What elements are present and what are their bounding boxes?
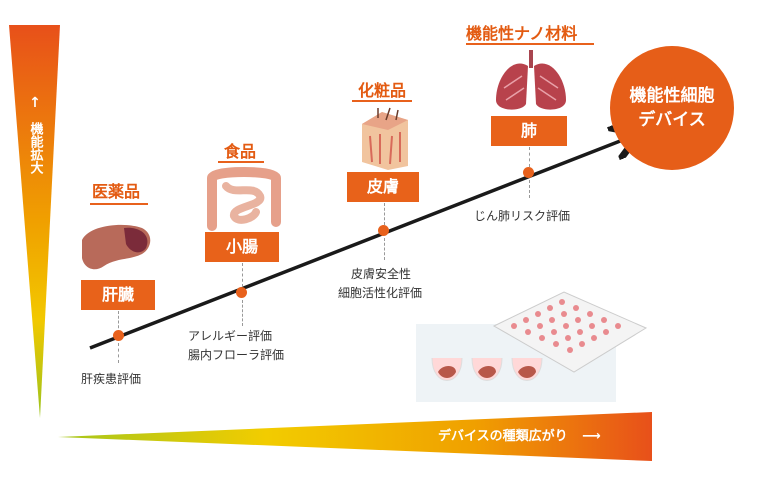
stage-point — [378, 225, 389, 236]
connector — [529, 180, 530, 198]
intestine-icon — [207, 167, 281, 231]
connector — [529, 147, 530, 167]
lungs-icon — [496, 50, 566, 110]
organ-label-skin: 皮膚 — [347, 172, 419, 202]
liver-icon — [82, 224, 151, 270]
growth-arrow — [89, 136, 633, 350]
category-underline — [352, 100, 412, 102]
connector — [118, 343, 119, 363]
stage-point — [113, 330, 124, 341]
connector — [384, 238, 385, 260]
category-underline — [466, 43, 594, 45]
horizontal-wedge — [58, 412, 652, 461]
eval-lung-1: じん肺リスク評価 — [474, 209, 571, 223]
stage-point — [523, 167, 534, 178]
axis-y-label-block: ↑ 機能拡大 — [20, 94, 50, 174]
arrow-up-icon: ↑ — [29, 95, 41, 111]
connector — [384, 203, 385, 225]
axis-y-label: 機能拡大 — [27, 122, 43, 174]
axis-x-label: デバイスの種類広がり — [438, 429, 568, 444]
category-nanomaterials: 機能性ナノ材料 — [466, 24, 578, 43]
stage-point — [236, 287, 247, 298]
final-node-circle: 機能性細胞 デバイス — [610, 46, 734, 170]
category-underline — [218, 161, 264, 163]
eval-intestine-2: 腸内フローラ評価 — [188, 348, 285, 362]
connector — [118, 311, 119, 333]
category-cosmetics: 化粧品 — [358, 81, 407, 100]
category-food: 食品 — [224, 142, 257, 161]
eval-skin-1: 皮膚安全性 — [351, 267, 412, 281]
final-node-line1: 機能性細胞 — [629, 86, 715, 106]
arrow-right-icon: ⟶ — [582, 429, 601, 444]
category-pharma: 医薬品 — [92, 182, 141, 201]
skin-icon — [362, 107, 408, 170]
connector — [242, 263, 243, 287]
eval-intestine-1: アレルギー評価 — [188, 329, 273, 343]
category-underline — [90, 203, 148, 205]
final-node-line2: デバイス — [638, 110, 706, 130]
vertical-wedge — [9, 25, 60, 418]
axis-x-label-block: デバイスの種類広がり ⟶ — [438, 425, 601, 444]
connector — [242, 300, 243, 326]
well-plate-illustration — [416, 291, 648, 402]
eval-liver-1: 肝疾患評価 — [81, 372, 142, 386]
organ-label-lung: 肺 — [491, 116, 567, 146]
organ-label-intestine: 小腸 — [205, 232, 279, 262]
eval-skin-2: 細胞活性化評価 — [338, 286, 423, 300]
organ-label-liver: 肝臓 — [81, 280, 155, 310]
